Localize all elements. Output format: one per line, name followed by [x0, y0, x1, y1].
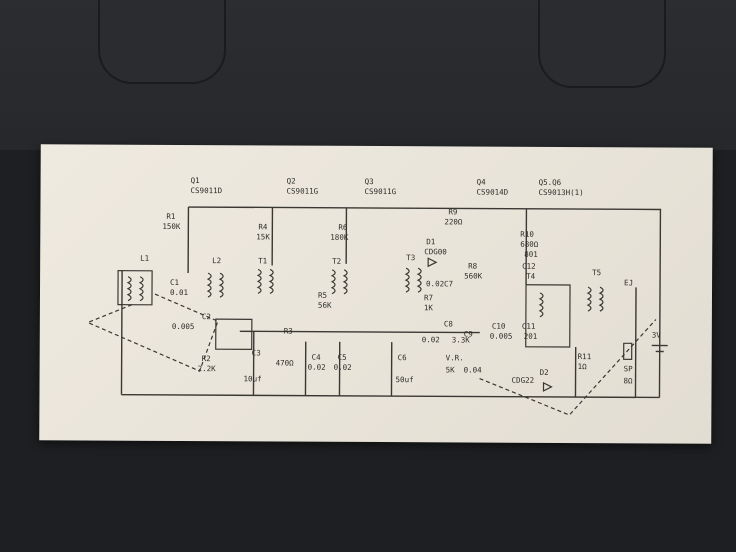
speaker-value: 8Ω: [624, 376, 634, 385]
r4-value: 15K: [256, 232, 270, 241]
speaker-label: SP: [624, 364, 634, 373]
d2-part: CDG22: [512, 376, 535, 385]
t3-transformer: [404, 267, 422, 293]
t4-label: T4: [526, 272, 536, 281]
t3-label: T3: [406, 253, 415, 262]
c7-value: 0.02: [426, 279, 444, 288]
t1-transformer: [256, 268, 274, 294]
l1-label: L1: [140, 254, 149, 263]
c8-value: 0.02: [422, 335, 440, 344]
t2-label: T2: [332, 257, 341, 266]
r11-ref: R11: [578, 352, 592, 361]
q2-ref: Q2: [287, 177, 296, 186]
q1-part: CS9011D: [191, 186, 223, 195]
r5-value: 56K: [318, 301, 332, 310]
r2-ref: R2: [202, 354, 211, 363]
d1-ref: D1: [426, 237, 435, 246]
battery-label: 3V: [652, 330, 662, 339]
c1-ref: C1: [170, 278, 179, 287]
q3-ref: Q3: [365, 177, 374, 186]
c3-ref: C3: [252, 348, 261, 357]
r6-ref: R6: [338, 223, 348, 232]
left-vertical-wire: [120, 270, 123, 395]
r8-value: 560K: [464, 271, 483, 280]
t4-transformer: [525, 284, 571, 348]
c11-value: 201: [524, 332, 538, 341]
l1-antenna-coil: [117, 270, 153, 306]
r9-ref: R9: [448, 207, 457, 216]
board-cutout-left: [98, 0, 226, 84]
earphone-label: EJ: [624, 278, 633, 287]
c11-ref: C11: [522, 322, 536, 331]
d1-part: CDG00: [424, 247, 447, 256]
t2-transformer: [330, 269, 348, 295]
c6-value: 50uf: [396, 375, 414, 384]
c5-value: 0.02: [334, 363, 352, 372]
r7-ref: R7: [424, 293, 433, 302]
r5-ref: R5: [318, 291, 327, 300]
l2-oscillator-coil: [206, 272, 224, 298]
board-cutout-right: [538, 0, 666, 88]
ground-rail: [121, 393, 660, 399]
q1-ref: Q1: [191, 176, 200, 185]
l2-label: L2: [212, 256, 221, 265]
battery-symbol: [651, 344, 668, 353]
q56-part: CS9013H(1): [539, 188, 584, 197]
d2-diode-symbol: [542, 381, 553, 392]
c9-ref: C9: [464, 329, 473, 338]
r10-value: 680Ω: [520, 240, 539, 249]
t1-label: T1: [258, 256, 267, 265]
c10-ref: C10: [492, 322, 506, 331]
mid-bus-wire: [239, 330, 480, 334]
c3-value: 10uf: [244, 374, 262, 383]
r4-ref: R4: [258, 222, 268, 231]
radio-schematic: Q1 CS9011D Q2 CS9011G Q3 CS9011G Q4 CS90…: [86, 176, 668, 416]
q4-ref: Q4: [477, 178, 487, 187]
c8-ref: C8: [444, 319, 454, 328]
c6-ref: C6: [398, 353, 408, 362]
c9-value: 0.04: [464, 365, 483, 374]
output-wire: [634, 287, 637, 398]
top-supply-rail: [188, 206, 662, 398]
c1-value: 0.01: [170, 288, 188, 297]
volume-value: 5K: [446, 365, 456, 374]
r6-value: 180K: [330, 233, 349, 242]
r3-ref: R3: [284, 327, 293, 336]
q2-part: CS9011G: [287, 187, 319, 196]
tuning-gang-dashed-link: [86, 292, 219, 372]
r2-value: 2.2K: [198, 364, 217, 373]
d2-ref: D2: [540, 368, 549, 377]
d1-diode-symbol: [427, 257, 438, 268]
r1-value: 150K: [162, 222, 181, 231]
volume-switch-dashed-link: [479, 319, 657, 416]
q3-part: CS9011G: [365, 187, 397, 196]
c4-value: 0.02: [308, 363, 326, 372]
r1-ref: R1: [166, 212, 175, 221]
c10-value: 0.005: [490, 332, 513, 341]
t5-transformer: [586, 286, 604, 312]
schematic-paper: Q1 CS9011D Q2 CS9011G Q3 CS9011G Q4 CS90…: [39, 144, 713, 444]
r9-value: 220Ω: [444, 217, 463, 226]
c5-ref: C5: [338, 353, 347, 362]
c2-value: 0.005: [172, 322, 195, 331]
r7-value: 1K: [424, 303, 434, 312]
c12-value: 801: [524, 250, 538, 259]
c7-ref: C7: [444, 279, 453, 288]
volume-label: V.R.: [446, 353, 464, 362]
volume-pot-value: 3.3K: [452, 335, 471, 344]
c4-ref: C4: [312, 353, 322, 362]
t5-label: T5: [592, 268, 601, 277]
r8-ref: R8: [468, 261, 478, 270]
c2-ref: C2: [202, 312, 211, 321]
q4-part: CS9014D: [477, 188, 509, 197]
r3-value: 470Ω: [276, 358, 295, 367]
r10-ref: R10: [520, 230, 534, 239]
c12-ref: C12: [522, 262, 536, 271]
q56-ref: Q5.Q6: [539, 178, 562, 187]
gang-capacitor-block: [215, 318, 253, 350]
r11-value: 1Ω: [578, 362, 588, 371]
speaker-symbol: [623, 342, 633, 360]
